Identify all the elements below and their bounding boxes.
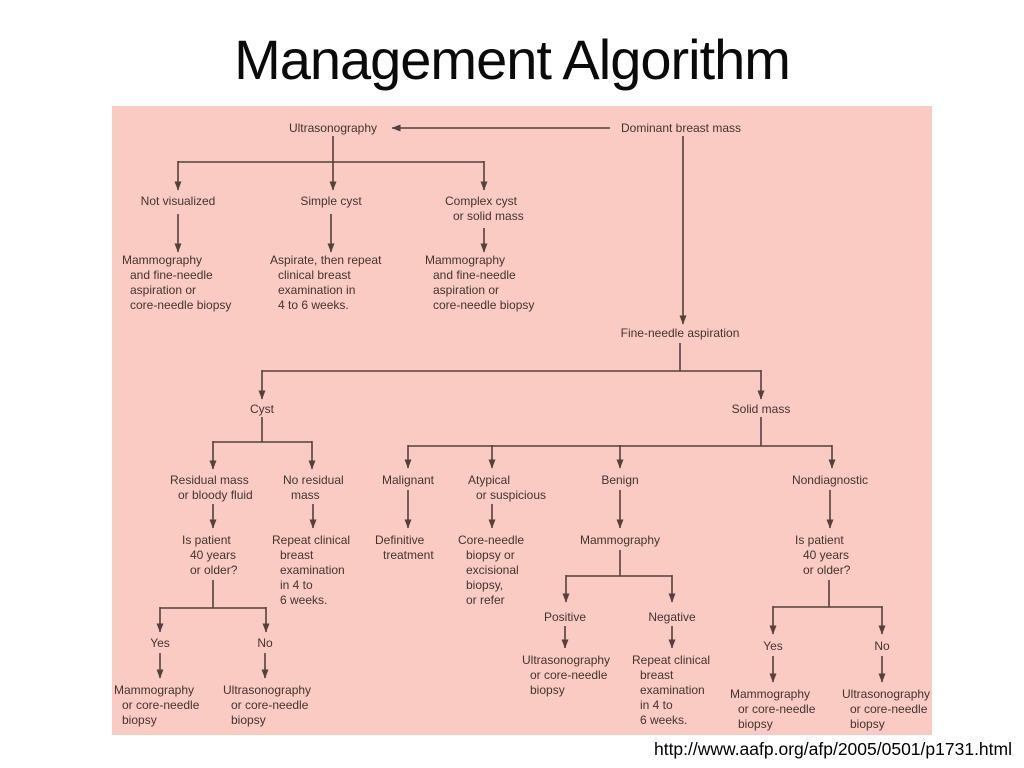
node-solid-mass: Solid mass (731, 402, 791, 416)
node-nondiagnostic: Nondiagnostic (791, 473, 869, 487)
node-no-left: No (257, 636, 273, 650)
node-fine-needle-aspiration: Fine-needle aspiration (620, 326, 740, 340)
node-yes-left: Yes (150, 636, 170, 650)
node-mammo-fna-left: Mammography and fine-needle aspiration o… (122, 253, 232, 312)
node-mammography: Mammography (579, 533, 661, 547)
node-mammo-fna-right: Mammography and fine-needle aspiration o… (425, 253, 535, 312)
slide-title: Management Algorithm (234, 28, 791, 91)
node-repeat-exam-negative: Repeat clinical breast examination in 4 … (632, 653, 711, 727)
node-core-needle: Core-needle biopsy or excisional biopsy,… (458, 533, 525, 607)
flowchart-panel: Ultrasonography Dominant breast mass Not… (112, 106, 932, 735)
node-is-patient-right: Is patient 40 years or older? (795, 533, 851, 577)
node-not-visualized: Not visualized (140, 194, 216, 208)
node-ultrasonography: Ultrasonography (288, 121, 378, 135)
node-complex-cyst: Complex cyst or solid mass (445, 194, 524, 223)
node-negative: Negative (648, 610, 696, 624)
connector-lines (156, 124, 886, 683)
node-atypical: Atypical or suspicious (468, 473, 547, 502)
node-aspirate-repeat: Aspirate, then repeat clinical breast ex… (270, 253, 382, 312)
node-cyst: Cyst (250, 402, 274, 416)
node-benign: Benign (601, 473, 639, 487)
node-no-right: No (874, 639, 890, 653)
flowchart-connectors (156, 124, 886, 683)
node-malignant: Malignant (381, 473, 435, 487)
node-simple-cyst: Simple cyst (300, 194, 362, 208)
node-residual-mass: Residual mass or bloody fluid (170, 473, 253, 502)
node-is-patient-left: Is patient 40 years or older? (182, 533, 238, 577)
node-no-residual-mass: No residual mass (283, 473, 344, 502)
node-mammo-core-right: Mammography or core-needle biopsy (730, 687, 816, 731)
node-definitive-treatment: Definitive treatment (375, 533, 434, 562)
node-repeat-exam-left: Repeat clinical breast examination in 4 … (272, 533, 351, 607)
node-ultra-core-positive: Ultrasonography or core-needle biopsy (522, 653, 611, 697)
node-ultra-core-right: Ultrasonography or core-needle biopsy (842, 687, 931, 731)
node-dominant-breast-mass: Dominant breast mass (620, 121, 742, 135)
node-positive: Positive (543, 610, 587, 624)
node-mammo-core-left: Mammography or core-needle biopsy (114, 683, 200, 727)
node-yes-right: Yes (763, 639, 783, 653)
source-url: http://www.aafp.org/afp/2005/0501/p1731.… (653, 739, 1012, 759)
node-ultra-core-left: Ultrasonography or core-needle biopsy (223, 683, 312, 727)
